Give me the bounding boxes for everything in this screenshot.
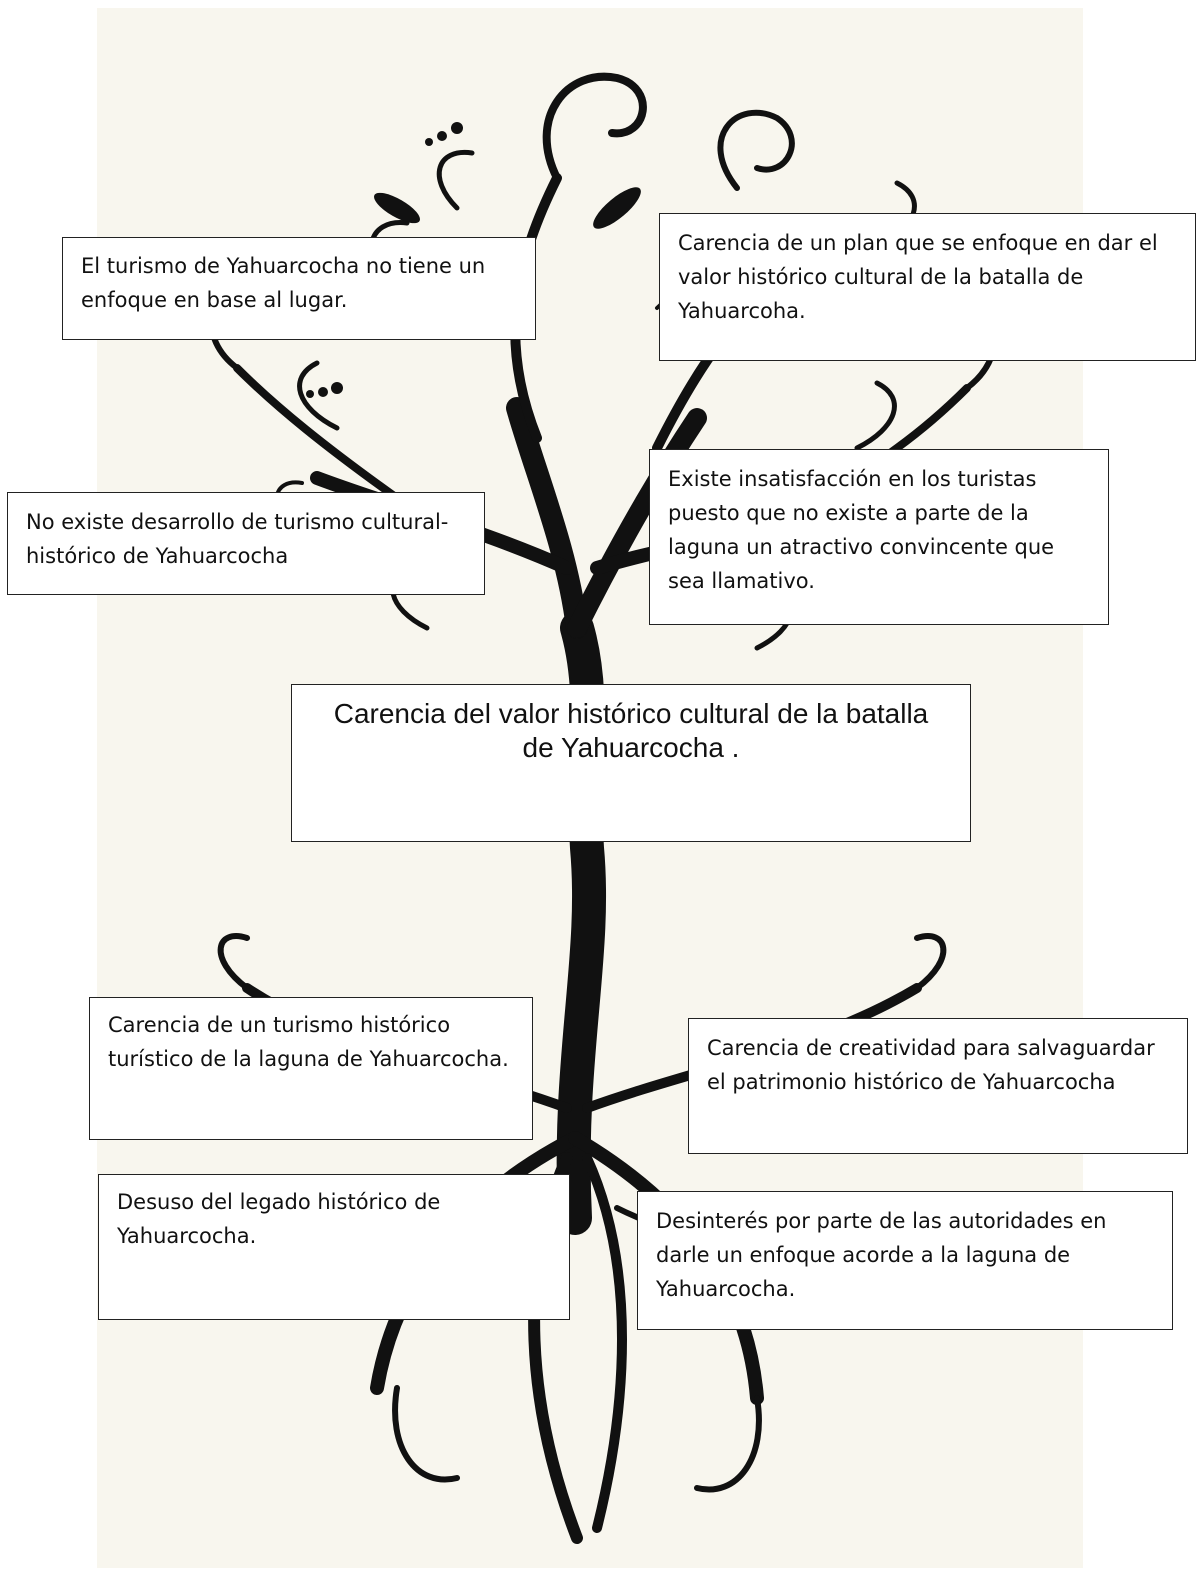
cause-text-2: Carencia de creatividad para salvaguarda… xyxy=(707,1036,1155,1094)
effect-text-1: El turismo de Yahuarcocha no tiene un en… xyxy=(81,254,486,312)
effect-box-4: Existe insatisfacción en los turistas pu… xyxy=(649,449,1109,625)
effect-box-1: El turismo de Yahuarcocha no tiene un en… xyxy=(62,237,536,340)
cause-text-4: Desinterés por parte de las autoridades … xyxy=(656,1209,1107,1301)
cause-box-3: Desuso del legado histórico de Yahuarcoc… xyxy=(98,1174,570,1320)
effect-text-3: No existe desarrollo de turismo cultural… xyxy=(26,510,449,568)
cause-text-1: Carencia de un turismo histórico turísti… xyxy=(108,1013,509,1071)
cause-box-4: Desinterés por parte de las autoridades … xyxy=(637,1191,1173,1330)
effect-text-4: Existe insatisfacción en los turistas pu… xyxy=(668,467,1055,593)
cause-box-1: Carencia de un turismo histórico turísti… xyxy=(89,997,533,1140)
cause-box-2: Carencia de creatividad para salvaguarda… xyxy=(688,1018,1188,1154)
core-problem-text: Carencia del valor histórico cultural de… xyxy=(333,698,929,763)
effect-text-2: Carencia de un plan que se enfoque en da… xyxy=(678,231,1158,323)
cause-text-3: Desuso del legado histórico de Yahuarcoc… xyxy=(117,1190,441,1248)
effect-box-2: Carencia de un plan que se enfoque en da… xyxy=(659,213,1196,361)
effect-box-3: No existe desarrollo de turismo cultural… xyxy=(7,492,485,595)
core-problem-box: Carencia del valor histórico cultural de… xyxy=(291,684,971,842)
